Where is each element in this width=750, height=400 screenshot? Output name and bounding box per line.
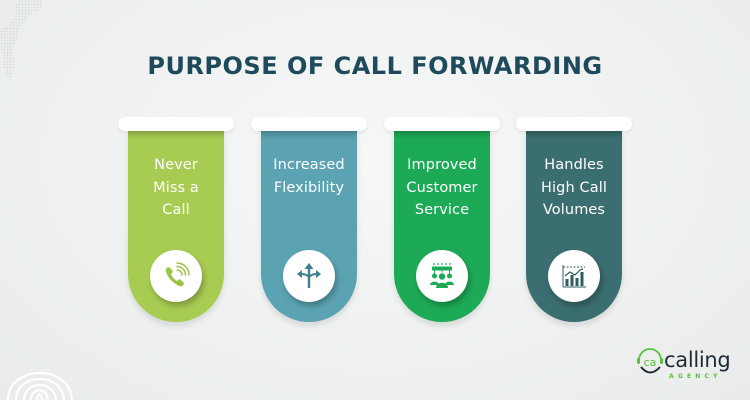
icon-circle xyxy=(150,250,202,302)
card-never-miss-a-call: Never Miss a Call xyxy=(118,117,236,332)
label-line: Flexibility xyxy=(273,179,345,196)
fingerprint-decoration xyxy=(6,371,74,400)
phone-ringing-icon xyxy=(165,262,190,287)
split-arrows-icon xyxy=(297,263,321,288)
card-body: Improved Customer Service xyxy=(394,130,490,322)
calling-agency-logo: ca calling AGENCY xyxy=(636,346,746,386)
card-label: Increased Flexibility xyxy=(261,154,357,199)
logo-word: calling xyxy=(664,348,731,372)
logo-subtitle: AGENCY xyxy=(669,373,722,380)
label-line: Increased xyxy=(273,157,345,173)
card-cap xyxy=(251,117,367,131)
label-line: Service xyxy=(414,202,470,218)
card-handles-high-call-volumes: Handles High Call Volumes xyxy=(516,117,634,332)
card-cap xyxy=(118,117,234,131)
label-line: Miss a xyxy=(153,179,199,196)
icon-circle xyxy=(416,250,468,302)
label-line: Customer xyxy=(406,179,478,196)
logo-mark: ca xyxy=(644,356,657,369)
card-improved-customer-service: Improved Customer Service xyxy=(384,117,502,332)
card-label: Never Miss a Call xyxy=(128,154,224,222)
card-body: Never Miss a Call xyxy=(128,130,224,322)
card-label: Improved Customer Service xyxy=(394,154,490,222)
card-body: Handles High Call Volumes xyxy=(526,130,622,322)
page-title: PURPOSE OF CALL FORWARDING xyxy=(147,52,603,80)
card-label: Handles High Call Volumes xyxy=(526,154,622,222)
growth-chart-icon xyxy=(562,265,586,288)
headset-logo-icon: ca xyxy=(637,348,663,374)
label-line: Never xyxy=(154,157,198,173)
icon-circle xyxy=(283,250,335,302)
label-line: Handles xyxy=(544,157,604,173)
card-cap xyxy=(384,117,500,131)
card-increased-flexibility: Increased Flexibility xyxy=(251,117,369,332)
card-cap xyxy=(516,117,632,131)
label-line: Call xyxy=(162,202,190,218)
icon-circle xyxy=(548,250,600,302)
label-line: High Call xyxy=(541,179,607,196)
label-line: Volumes xyxy=(542,202,606,218)
customer-group-icon xyxy=(430,263,454,288)
label-line: Improved xyxy=(407,157,477,173)
card-body: Increased Flexibility xyxy=(261,130,357,322)
